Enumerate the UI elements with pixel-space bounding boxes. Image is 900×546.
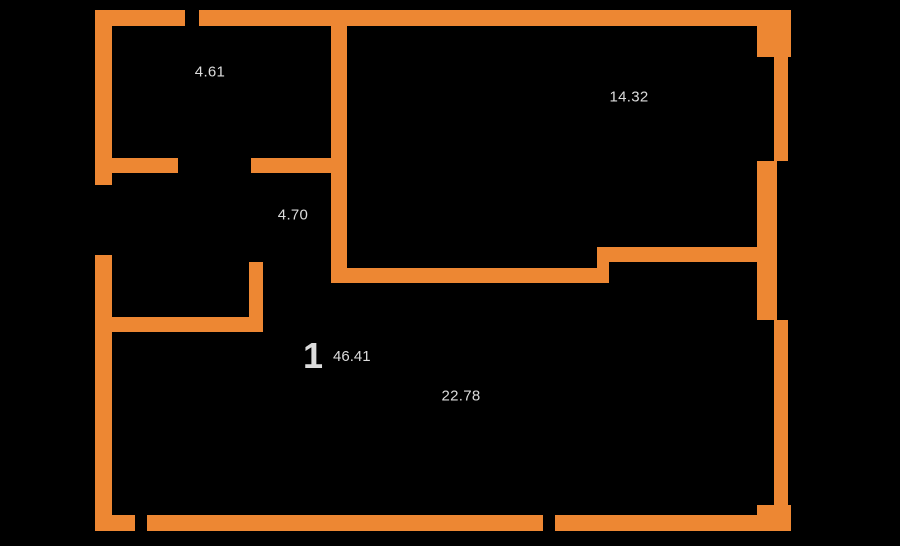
room-area-label-top-left: 4.61 bbox=[194, 63, 226, 81]
wall-segment-top-left bbox=[95, 10, 185, 26]
wall-segment-mid-horizontal-left bbox=[347, 268, 609, 283]
apartment-total-area: 46.41 bbox=[333, 347, 371, 365]
apartment-label-group: 1 46.41 bbox=[303, 338, 371, 374]
wall-segment-right-bottom-corner bbox=[757, 505, 791, 531]
room-area-label-top-right: 14.32 bbox=[609, 88, 649, 106]
window-2-icon bbox=[774, 320, 788, 505]
apartment-number: 1 bbox=[303, 335, 324, 376]
wall-segment-bottom-1 bbox=[95, 515, 135, 531]
wall-segment-room1-bottom-right bbox=[251, 158, 347, 173]
wall-segment-top-main bbox=[199, 10, 791, 26]
wall-segment-right-top-corner bbox=[757, 10, 791, 57]
wall-segment-mid-horizontal-right bbox=[597, 247, 757, 262]
wall-segment-left-lower bbox=[95, 255, 112, 531]
wall-segment-bottom-2 bbox=[147, 515, 543, 531]
wall-segment-left-upper bbox=[95, 10, 112, 185]
wall-segment-nook-vertical bbox=[249, 262, 263, 332]
wall-segment-room1-bottom-left bbox=[95, 158, 178, 173]
wall-segment-nook-horizontal bbox=[95, 317, 263, 332]
wall-segment-bottom-3 bbox=[555, 515, 791, 531]
window-1-icon bbox=[774, 57, 788, 161]
room-area-label-bottom: 22.78 bbox=[441, 387, 481, 405]
wall-segment-mid-step-connector bbox=[597, 247, 609, 283]
wall-segment-vertical-divider bbox=[331, 10, 347, 283]
room-area-label-hallway: 4.70 bbox=[277, 206, 309, 224]
wall-segment-right-mid bbox=[757, 161, 777, 320]
